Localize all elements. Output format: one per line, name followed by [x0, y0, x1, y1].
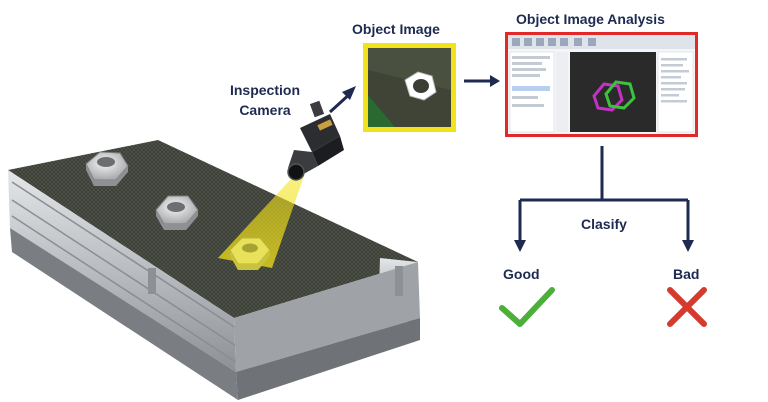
object-image-panel: [363, 43, 456, 132]
inspection-camera: [287, 100, 344, 181]
inspection-camera-label: Inspection Camera: [210, 80, 320, 120]
arrow-head-good: [514, 240, 526, 252]
bad-label: Bad: [673, 266, 700, 282]
camera-label-line2: Camera: [239, 102, 291, 118]
hex-nut-inspected: [229, 237, 271, 270]
hex-nut: [85, 151, 129, 186]
object-image-label: Object Image: [352, 21, 440, 37]
arrow-head-bad: [682, 240, 694, 252]
classify-branch-connector: [514, 146, 694, 252]
cross-mark-icon: [667, 287, 707, 327]
object-image-analysis-label: Object Image Analysis: [516, 11, 665, 27]
good-label: Good: [503, 266, 540, 282]
analysis-panel: [505, 32, 698, 137]
classify-label: Clasify: [581, 216, 627, 232]
hex-nut: [155, 195, 199, 230]
conveyor-belt: [8, 140, 420, 400]
arrow-object-to-analysis: [464, 75, 500, 87]
check-mark-icon: [499, 287, 555, 327]
arrow-camera-to-object: [328, 86, 356, 114]
camera-label-line1: Inspection: [229, 82, 300, 98]
